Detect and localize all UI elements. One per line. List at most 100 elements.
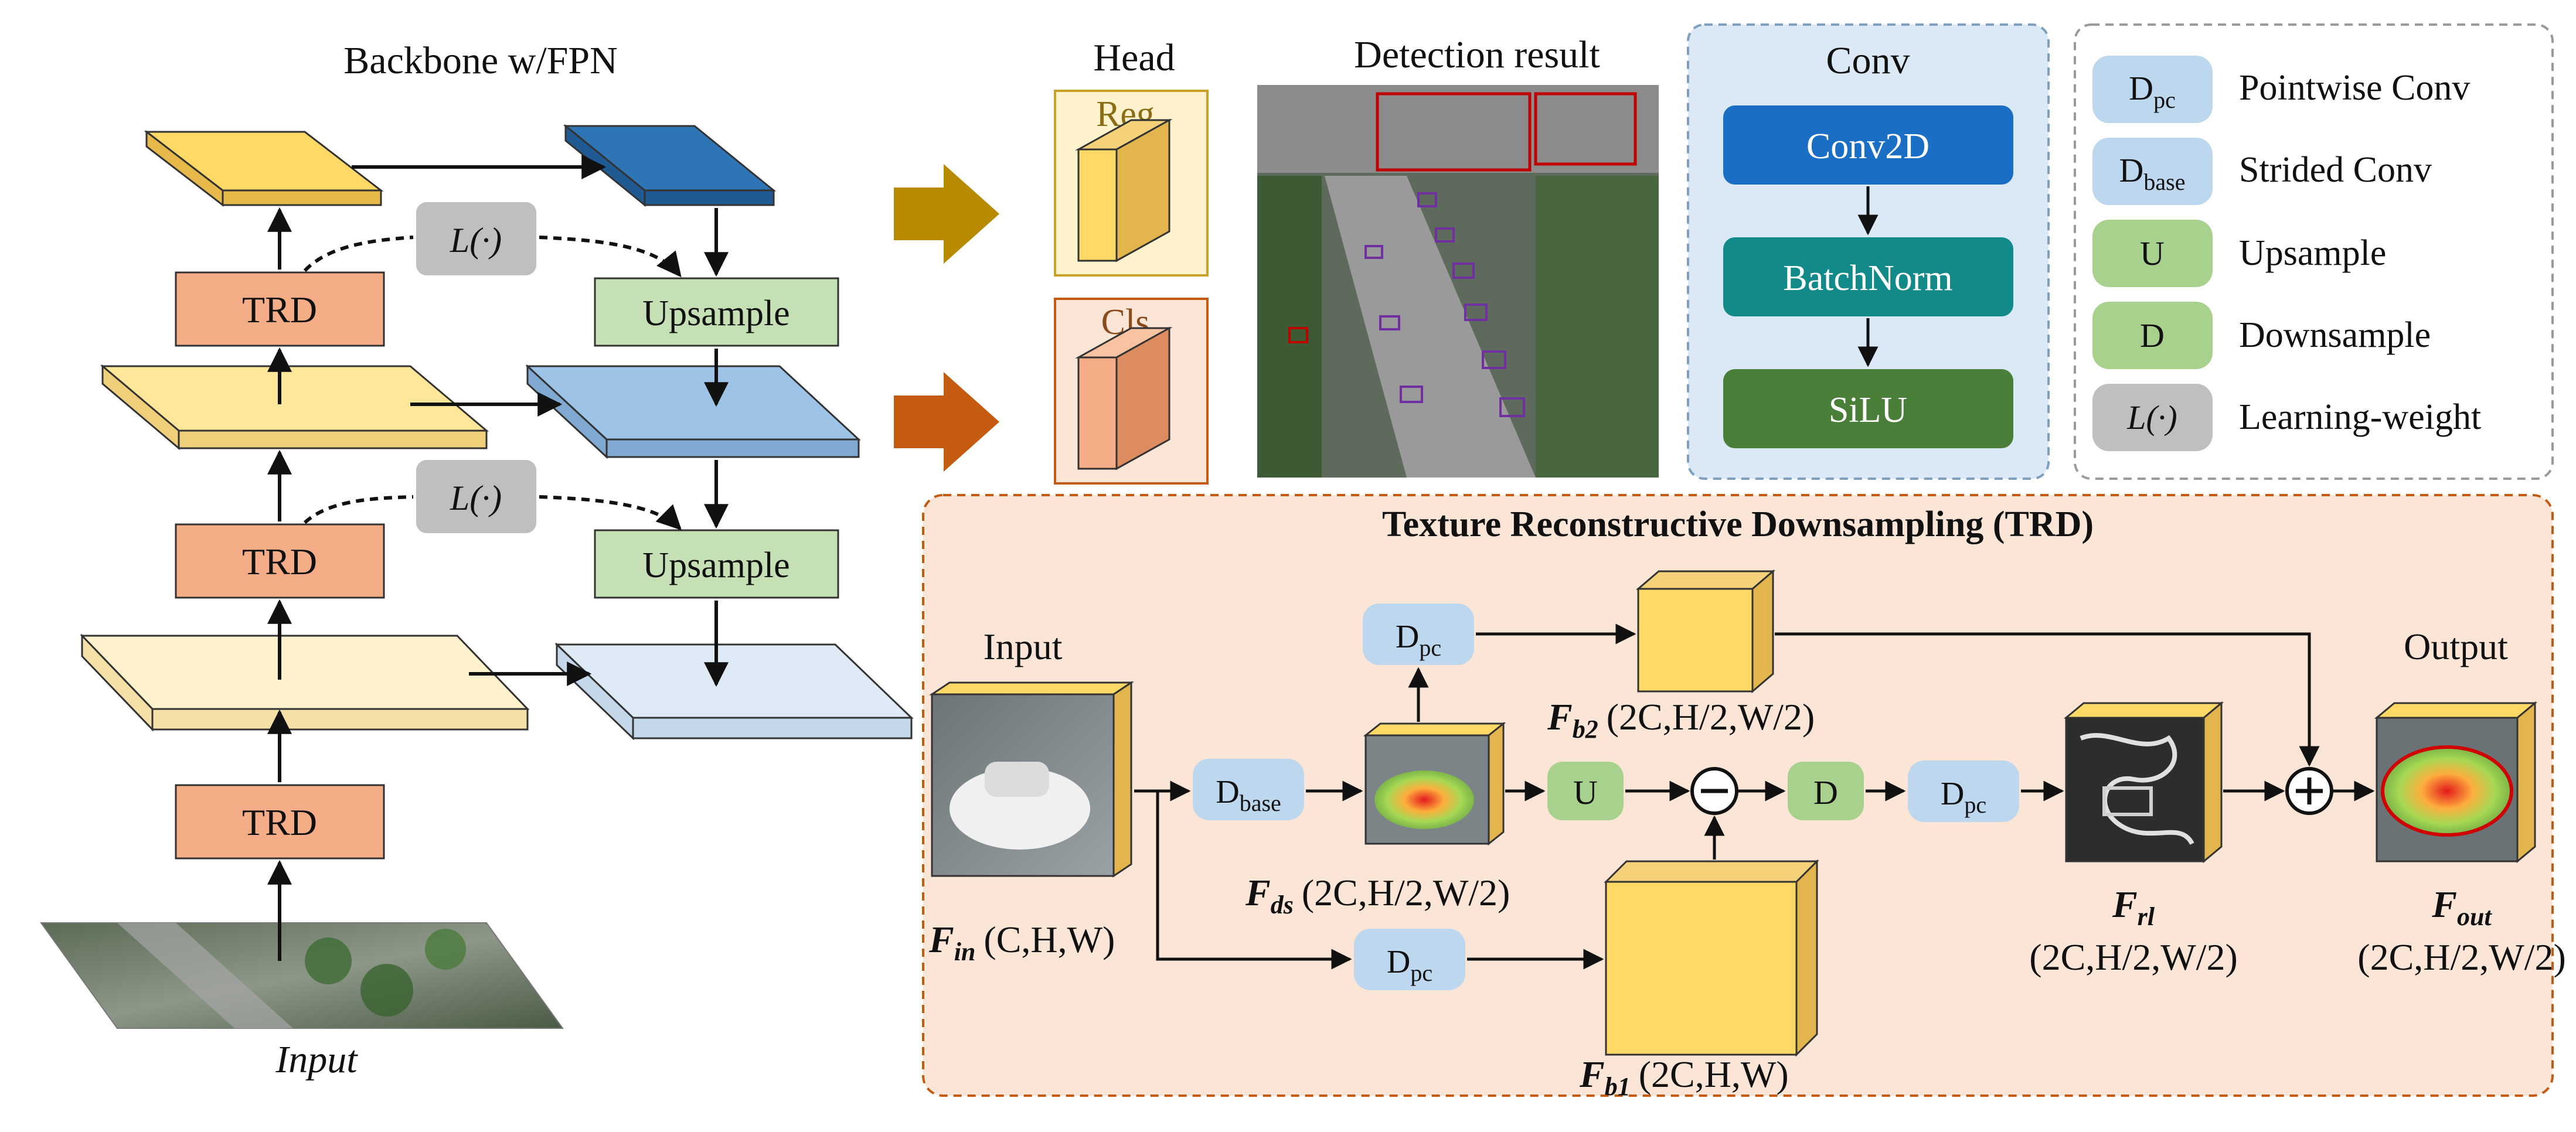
reg-arrow-icon (894, 164, 999, 264)
svg-text:Dbase: Dbase (1216, 774, 1281, 816)
svg-text:Fb1(2C,H,W): Fb1 (2C,H,W) (1579, 1053, 1789, 1101)
cls-head: Cls (1054, 298, 1209, 485)
cls-arrow-icon (894, 372, 999, 472)
u-label: U (1573, 773, 1598, 812)
f-in-shape: (C,H,W) (984, 919, 1115, 960)
head-title: Head (1093, 36, 1175, 79)
conv-block: Conv Conv2D BatchNorm SiLU (1687, 23, 2050, 480)
f-b1-sub: b1 (1605, 1072, 1631, 1101)
d-label: D (1813, 773, 1838, 812)
backbone-section: Backbone w/FPN (40, 39, 914, 1081)
f-b1-name: F (1579, 1053, 1605, 1095)
trd-detail: Texture Reconstructive Downsampling (TRD… (922, 494, 2566, 1101)
legend-sub: base (2143, 169, 2185, 195)
dashed-arrow (539, 495, 682, 530)
legend-item-strided-conv: Dbase Strided Conv (2092, 138, 2432, 205)
backbone-upsample-mid: Upsample (594, 529, 839, 599)
legend-sub: pc (2153, 87, 2176, 113)
trd-label: TRD (242, 541, 317, 582)
dpc-sub: pc (1964, 792, 1986, 818)
f-b2-sub: b2 (1573, 715, 1598, 744)
feature-plate-yellow-top (144, 129, 384, 207)
f-out-name: F (2431, 884, 2457, 925)
batchnorm-box (1723, 237, 2013, 316)
arrow (1775, 632, 2320, 767)
trd-dpc-bottom: Dpc (1354, 929, 1465, 990)
trd-title: Texture Reconstructive Downsampling (TRD… (1382, 504, 2094, 544)
legend-symbol: D (2119, 151, 2144, 189)
detection-image (1257, 85, 1659, 478)
trd-dbase: Dbase (1193, 759, 1304, 820)
conv2d-label: Conv2D (1806, 127, 1930, 166)
feature-plate-blue-mid (525, 364, 861, 459)
legend-symbol: L(·) (2126, 398, 2177, 437)
silu-box (1723, 369, 2013, 448)
f-rl-shape: (2C,H/2,W/2) (2029, 936, 2238, 978)
svg-text:Dpc: Dpc (1396, 619, 1441, 661)
trd-dpc-right: Dpc (1908, 761, 2019, 822)
backbone-title: Backbone w/FPN (343, 39, 617, 82)
backbone-trd-mid: TRD (175, 523, 385, 599)
f-in-sub: in (954, 937, 976, 966)
trd-output-feature (2374, 701, 2538, 864)
backbone-trd-top: TRD (175, 271, 385, 347)
conv2d-box (1723, 105, 2013, 185)
svg-text:Fout: Fout (2431, 884, 2492, 931)
svg-text:Dpc: Dpc (2129, 69, 2176, 113)
f-rl-name: F (2112, 884, 2138, 925)
svg-text:Fin(C,H,W): Fin (C,H,W) (928, 919, 1115, 966)
trd-fds-feature (1363, 721, 1506, 846)
f-out-sub: out (2457, 902, 2492, 931)
f-b2-shape: (2C,H/2,W/2) (1607, 696, 1815, 738)
trd-label: TRD (242, 289, 317, 330)
arrow (1156, 791, 1352, 970)
dbase-label: D (1216, 774, 1239, 810)
svg-text:Dbase: Dbase (2119, 151, 2186, 195)
trd-label: TRD (242, 802, 317, 843)
legend-item-pointwise-conv: Dpc Pointwise Conv (2092, 56, 2470, 123)
legend-item-downsample: D Downsample (2092, 302, 2431, 369)
f-ds-sub: ds (1271, 891, 1294, 919)
legend-item-upsample: U Upsample (2092, 220, 2386, 287)
backbone-upsample-top: Upsample (594, 277, 839, 347)
batchnorm-label: BatchNorm (1783, 258, 1952, 298)
trd-input-feature (929, 681, 1134, 878)
learning-weight-label: L(·) (450, 221, 502, 260)
legend-label: Strided Conv (2239, 150, 2432, 190)
conv-title: Conv (1826, 39, 1910, 82)
learning-weight-label: L(·) (450, 479, 502, 517)
trd-dpc-top: Dpc (1363, 603, 1474, 665)
backbone-input-caption: Input (275, 1038, 358, 1081)
f-in-name: F (928, 919, 954, 960)
upsample-label: Upsample (642, 545, 790, 585)
dpc-label: D (1387, 944, 1410, 980)
legend-label: Pointwise Conv (2239, 68, 2470, 108)
legend-label: Learning-weight (2239, 397, 2481, 437)
feature-plate-blue-bottom (554, 642, 914, 741)
trd-frl-feature (2063, 701, 2224, 864)
svg-text:Frl: Frl (2112, 884, 2155, 931)
dbase-sub: base (1240, 790, 1281, 816)
backbone-input-image (40, 922, 564, 1029)
feature-plate-yellow-mid (100, 364, 489, 451)
f-b2-name: F (1547, 696, 1573, 738)
silu-label: SiLU (1829, 390, 1907, 430)
add-icon (2285, 767, 2333, 815)
svg-text:Fb2(2C,H/2,W/2): Fb2 (2C,H/2,W/2) (1547, 696, 1815, 744)
dpc-sub: pc (1419, 635, 1441, 661)
head-section: Head Reg Cls (1054, 36, 1209, 485)
f-b1-shape: (2C,H,W) (1639, 1053, 1789, 1095)
feature-plate-yellow-bottom (80, 633, 530, 732)
svg-text:Fds(2C,H/2,W/2): Fds (2C,H/2,W/2) (1245, 872, 1510, 919)
trd-input-label: Input (983, 626, 1062, 667)
legend-label: Upsample (2239, 233, 2386, 273)
subtract-icon (1690, 767, 1738, 815)
f-ds-name: F (1245, 872, 1271, 913)
legend-symbol: D (2140, 316, 2165, 354)
dpc-sub: pc (1410, 960, 1432, 986)
f-rl-sub: rl (2138, 902, 2155, 931)
f-ds-shape: (2C,H/2,W/2) (1302, 872, 1510, 913)
dpc-label: D (1941, 776, 1964, 812)
legend-label: Downsample (2239, 315, 2431, 355)
